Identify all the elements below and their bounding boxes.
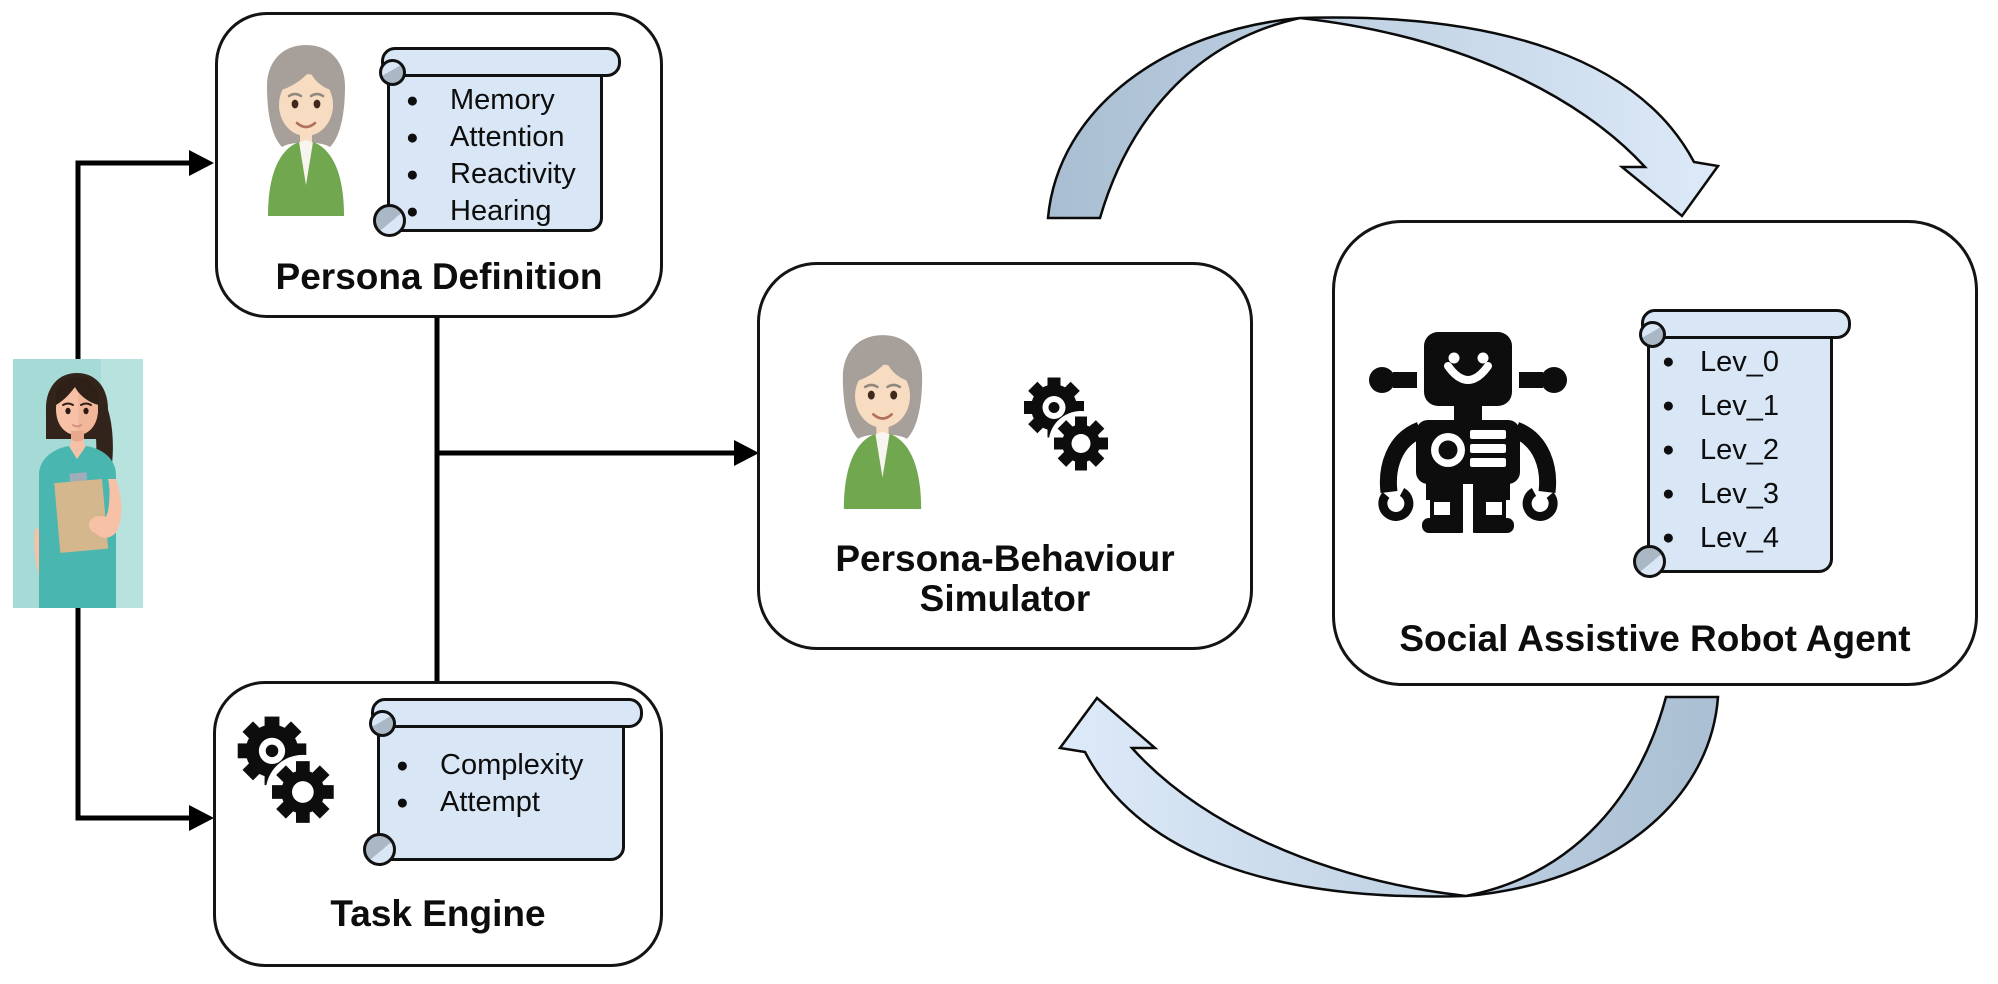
bullet-icon: ●	[396, 790, 409, 814]
task-engine-title: Task Engine	[330, 893, 546, 934]
loop-arrow-bottom	[1057, 695, 1720, 898]
persona-attributes-scroll: ●Memory ●Attention ●Reactivity ●Hearing	[373, 45, 621, 237]
scroll-top-curl-icon	[369, 710, 396, 737]
social-assistive-robot-agent-title: Social Assistive Robot Agent	[1399, 618, 1911, 659]
assistance-levels-scroll: ●Lev_0 ●Lev_1 ●Lev_2 ●Lev_3 ●Lev_4	[1633, 307, 1851, 578]
task-parameters-list: ●Complexity ●Attempt	[380, 721, 622, 821]
nurse-illustration	[13, 359, 143, 608]
bullet-icon: ●	[406, 162, 419, 186]
gears-icon	[230, 712, 346, 832]
list-item: ●Lev_3	[1662, 477, 1780, 510]
scroll-top-curl-icon	[379, 59, 406, 86]
bullet-icon: ●	[1662, 350, 1675, 373]
scroll-top-curl-icon	[1639, 321, 1666, 348]
task-engine-box: ●Complexity ●Attempt Task Engine	[213, 681, 663, 967]
bullet-icon: ●	[406, 199, 419, 223]
scroll-bottom-curl-icon	[1633, 545, 1666, 578]
bullet-icon: ●	[1662, 482, 1675, 505]
scroll-body: ●Memory ●Attention ●Reactivity ●Hearing	[387, 67, 603, 232]
list-item: ●Lev_2	[1662, 433, 1780, 466]
scroll-top-roll	[1641, 309, 1851, 339]
bullet-icon: ●	[406, 88, 419, 112]
persona-attributes-list: ●Memory ●Attention ●Reactivity ●Hearing	[390, 70, 600, 230]
bullet-icon: ●	[1662, 526, 1675, 549]
connector-arrowheads	[189, 150, 759, 831]
robot-icon	[1369, 332, 1567, 533]
elderly-woman-avatar-icon	[829, 331, 936, 509]
list-item: ●Attention	[406, 121, 565, 153]
bullet-icon: ●	[1662, 394, 1675, 417]
scroll-bottom-curl-icon	[363, 833, 396, 866]
persona-definition-box: ●Memory ●Attention ●Reactivity ●Hearing …	[215, 12, 663, 318]
list-item: ●Memory	[406, 84, 555, 116]
list-item: ●Reactivity	[406, 158, 576, 190]
scroll-body: ●Lev_0 ●Lev_1 ●Lev_2 ●Lev_3 ●Lev_4	[1647, 329, 1833, 573]
persona-definition-title: Persona Definition	[275, 256, 603, 297]
list-item: ●Hearing	[406, 195, 552, 227]
persona-behaviour-simulator-box: Persona-Behaviour Simulator	[757, 262, 1253, 650]
scroll-bottom-curl-icon	[373, 204, 406, 237]
list-item: ●Lev_0	[1662, 345, 1780, 378]
social-assistive-robot-agent-box: ●Lev_0 ●Lev_1 ●Lev_2 ●Lev_3 ●Lev_4 Socia…	[1332, 220, 1978, 686]
scroll-body: ●Complexity ●Attempt	[377, 718, 625, 861]
scroll-top-roll	[371, 698, 643, 728]
gears-icon	[1018, 373, 1118, 479]
persona-behaviour-simulator-title: Persona-Behaviour Simulator	[835, 538, 1175, 619]
assistance-levels-list: ●Lev_0 ●Lev_1 ●Lev_2 ●Lev_3 ●Lev_4	[1650, 332, 1830, 560]
elderly-woman-avatar-icon	[256, 41, 356, 216]
list-item: ●Complexity	[396, 749, 584, 781]
bullet-icon: ●	[1662, 438, 1675, 461]
task-parameters-scroll: ●Complexity ●Attempt	[363, 696, 643, 866]
list-item: ●Lev_4	[1662, 521, 1780, 554]
bullet-icon: ●	[406, 125, 419, 149]
scroll-top-roll	[381, 47, 621, 77]
bullet-icon: ●	[396, 753, 409, 777]
loop-arrow-top	[1046, 16, 1721, 220]
list-item: ●Attempt	[396, 786, 540, 818]
list-item: ●Lev_1	[1662, 389, 1780, 422]
